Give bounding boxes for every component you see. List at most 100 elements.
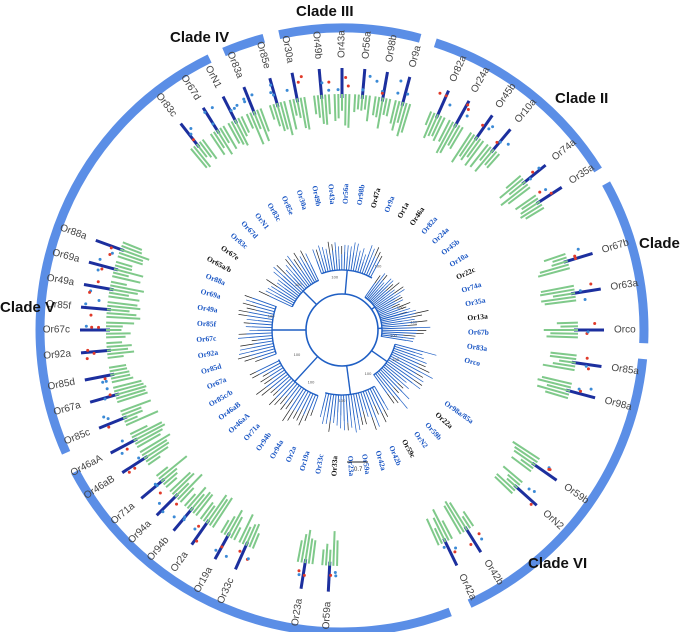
expression-bar xyxy=(107,304,141,311)
tree-branch xyxy=(293,277,305,291)
variant-dot xyxy=(576,247,580,251)
gene-block xyxy=(95,238,150,266)
expression-bar xyxy=(112,271,129,278)
tree-branch xyxy=(247,315,273,320)
variant-dot xyxy=(527,487,531,491)
variant-dot xyxy=(243,100,247,104)
variant-dot xyxy=(589,282,593,286)
variant-dot xyxy=(549,191,553,195)
tree-leaf-branch xyxy=(412,382,421,390)
expression-bar xyxy=(106,347,129,352)
tree-leaf-label: Or59a xyxy=(360,453,372,475)
gene-label: Or42a xyxy=(456,572,478,602)
gene-block xyxy=(84,363,134,384)
tree-leaf-label: Or85f xyxy=(197,319,217,329)
expression-bar xyxy=(165,476,178,489)
tree-leaf-branch xyxy=(277,279,284,285)
expression-bar xyxy=(435,121,455,154)
gene-label: Or46aA xyxy=(69,453,105,479)
variant-dot xyxy=(406,92,410,96)
variant-dot xyxy=(578,289,582,293)
tree-branch xyxy=(371,387,385,410)
expression-bar xyxy=(425,518,440,546)
tree-branch xyxy=(376,300,395,312)
tree-leaf-branch xyxy=(300,250,307,263)
domain-bar xyxy=(463,525,483,553)
tree-branch xyxy=(389,357,417,374)
tree-branch xyxy=(256,350,276,358)
expression-bar xyxy=(107,355,124,359)
tree-branch xyxy=(395,343,424,353)
variant-dot xyxy=(106,417,110,421)
expression-bar xyxy=(131,421,163,439)
tree-branch xyxy=(375,373,394,397)
variant-dot xyxy=(585,356,589,360)
variant-dot xyxy=(104,379,108,383)
tree-branch xyxy=(360,392,367,410)
expression-bar xyxy=(385,98,392,117)
tree-leaf-label: Or83a xyxy=(466,341,488,353)
expression-bar xyxy=(107,301,138,307)
tree-branch xyxy=(293,273,307,289)
expression-bar xyxy=(275,102,286,132)
expression-bar xyxy=(360,94,364,111)
expression-bar xyxy=(441,520,453,540)
expression-bar xyxy=(300,533,308,563)
expression-bar xyxy=(546,383,571,393)
expression-bar xyxy=(432,508,450,541)
gene-label: Or19a xyxy=(192,565,215,595)
gene-block xyxy=(140,455,188,500)
variant-dot xyxy=(84,302,88,306)
gene-label: OrN1 xyxy=(203,64,224,91)
tree-branch xyxy=(333,394,337,417)
tree-leaf-branch xyxy=(391,303,400,308)
variant-dot xyxy=(157,501,161,505)
variant-dot xyxy=(197,524,201,528)
bootstrap-value: 100 xyxy=(375,264,382,269)
gene-label: Or24a xyxy=(469,65,492,95)
expression-bar xyxy=(507,473,521,486)
tree-leaf-branch xyxy=(299,256,305,264)
expression-bar xyxy=(208,498,229,526)
expression-bar xyxy=(245,523,257,547)
expression-bar xyxy=(183,493,197,507)
tree-leaf-branch xyxy=(237,355,251,360)
clade-iv-arc xyxy=(222,33,265,57)
variant-dot xyxy=(396,91,400,95)
tree-leaf-branch xyxy=(374,247,380,257)
tree-leaf-branch xyxy=(276,282,285,289)
variant-dot xyxy=(380,91,384,95)
tree-leaf-branch xyxy=(272,390,279,396)
gene-label: Or92a xyxy=(43,348,72,361)
phylogenetic-tree xyxy=(237,241,437,433)
expression-bar xyxy=(240,116,250,133)
tree-branch xyxy=(353,393,359,419)
expression-bar xyxy=(223,515,236,536)
tree-branch xyxy=(253,343,274,348)
expression-bar xyxy=(422,112,436,139)
tree-branch xyxy=(306,262,317,282)
tree-branch xyxy=(262,353,277,360)
tree-leaf-branch xyxy=(411,374,424,383)
tree-branch xyxy=(250,345,275,353)
variant-dot xyxy=(537,166,541,170)
gene-block xyxy=(201,106,238,156)
tree-leaf-label: Or56a xyxy=(341,183,351,204)
expression-bar xyxy=(226,509,243,537)
clade-ii-arc xyxy=(433,38,602,173)
variant-dot xyxy=(89,313,93,317)
expression-bar xyxy=(382,98,388,116)
tree-leaf-branch xyxy=(285,258,292,268)
tree-branch xyxy=(381,320,403,325)
domain-bar xyxy=(234,541,250,570)
expression-bar xyxy=(107,350,135,356)
tree-leaf-label: Or9a xyxy=(382,195,396,214)
variant-dot xyxy=(361,88,365,92)
tree-branch xyxy=(292,263,310,286)
tree-leaf-branch xyxy=(360,248,365,260)
expression-bar xyxy=(222,125,238,150)
tree-branch xyxy=(367,279,384,300)
tree-leaf-branch xyxy=(242,302,257,307)
tree-branch xyxy=(370,261,380,278)
expression-bar xyxy=(327,94,331,115)
